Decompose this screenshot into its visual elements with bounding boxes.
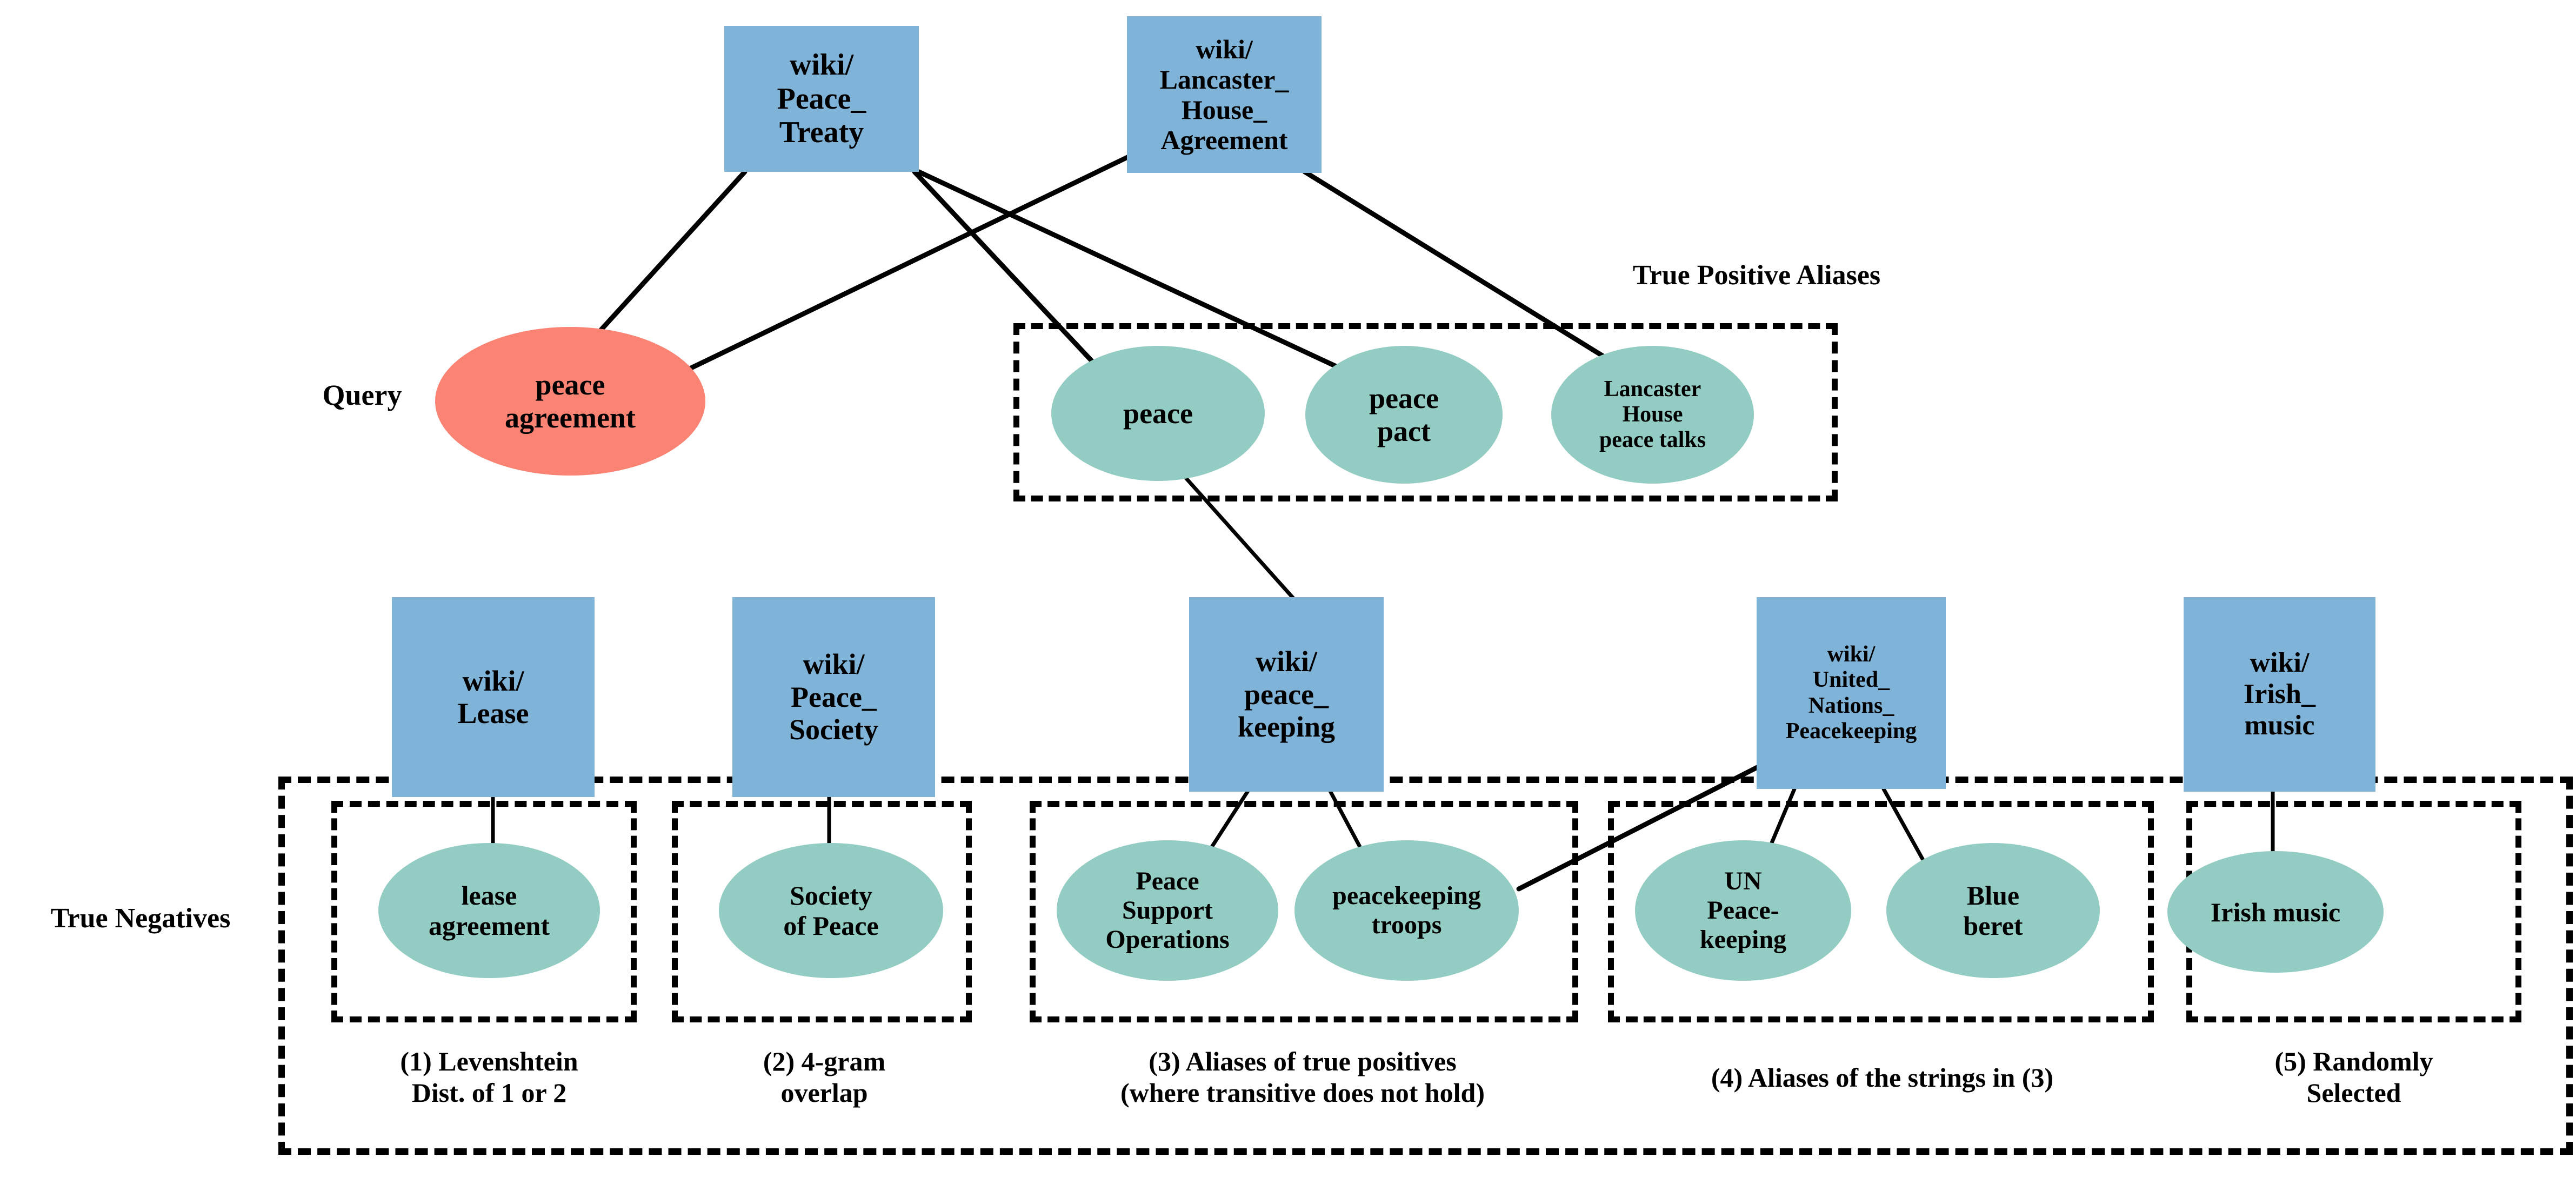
category-caption-2: (2) 4-gram overlap xyxy=(763,1046,886,1108)
true-negative-node-society-of-peace[interactable]: Society of Peace xyxy=(719,843,943,978)
true-negative-group-1-box xyxy=(331,801,637,1022)
query-node-peace-agreement[interactable]: peace agreement xyxy=(435,327,705,476)
true-negative-group-4-box xyxy=(1608,801,2154,1022)
document-node-peace-society[interactable]: wiki/ Peace_ Society xyxy=(732,597,935,797)
true-negative-group-2-box xyxy=(672,801,972,1022)
true-negative-node-lease-agreement[interactable]: lease agreement xyxy=(378,843,600,978)
alias-node-peace[interactable]: peace xyxy=(1051,346,1265,481)
query-section-label: Query xyxy=(322,379,402,411)
alias-node-lancaster-house-peace-talks[interactable]: Lancaster House peace talks xyxy=(1551,346,1754,484)
true-negatives-label: True Negatives xyxy=(50,903,231,934)
true-negative-node-peace-support-operations[interactable]: Peace Support Operations xyxy=(1057,840,1278,981)
edge-peace-treaty-to-query xyxy=(584,169,748,349)
document-node-irish-music[interactable]: wiki/ Irish_ music xyxy=(2184,597,2375,792)
document-node-peace-keeping[interactable]: wiki/ peace_ keeping xyxy=(1189,597,1384,792)
true-positive-aliases-label: True Positive Aliases xyxy=(1632,260,1881,291)
category-caption-5: (5) Randomly Selected xyxy=(2274,1046,2433,1108)
document-node-lease[interactable]: wiki/ Lease xyxy=(392,597,595,797)
true-negative-node-un-peacekeeping[interactable]: UN Peace- keeping xyxy=(1635,840,1851,981)
true-negative-node-irish-music[interactable]: Irish music xyxy=(2167,851,2384,973)
category-caption-1: (1) Levenshtein Dist. of 1 or 2 xyxy=(400,1046,578,1108)
category-caption-3: (3) Aliases of true positives (where tra… xyxy=(1120,1046,1485,1108)
document-node-peace-treaty[interactable]: wiki/ Peace_ Treaty xyxy=(724,26,919,172)
category-caption-4: (4) Aliases of the strings in (3) xyxy=(1711,1062,2054,1093)
true-negative-node-peacekeeping-troops[interactable]: peacekeeping troops xyxy=(1294,840,1519,981)
document-node-united-nations-peacekeeping[interactable]: wiki/ United_ Nations_ Peacekeeping xyxy=(1757,597,1946,789)
document-node-lancaster-house-agreement[interactable]: wiki/ Lancaster_ House_ Agreement xyxy=(1127,16,1322,173)
true-negative-group-3-box xyxy=(1030,801,1578,1022)
alias-node-peace-pact[interactable]: peace pact xyxy=(1305,346,1503,484)
true-negative-node-blue-beret[interactable]: Blue beret xyxy=(1886,843,2100,978)
